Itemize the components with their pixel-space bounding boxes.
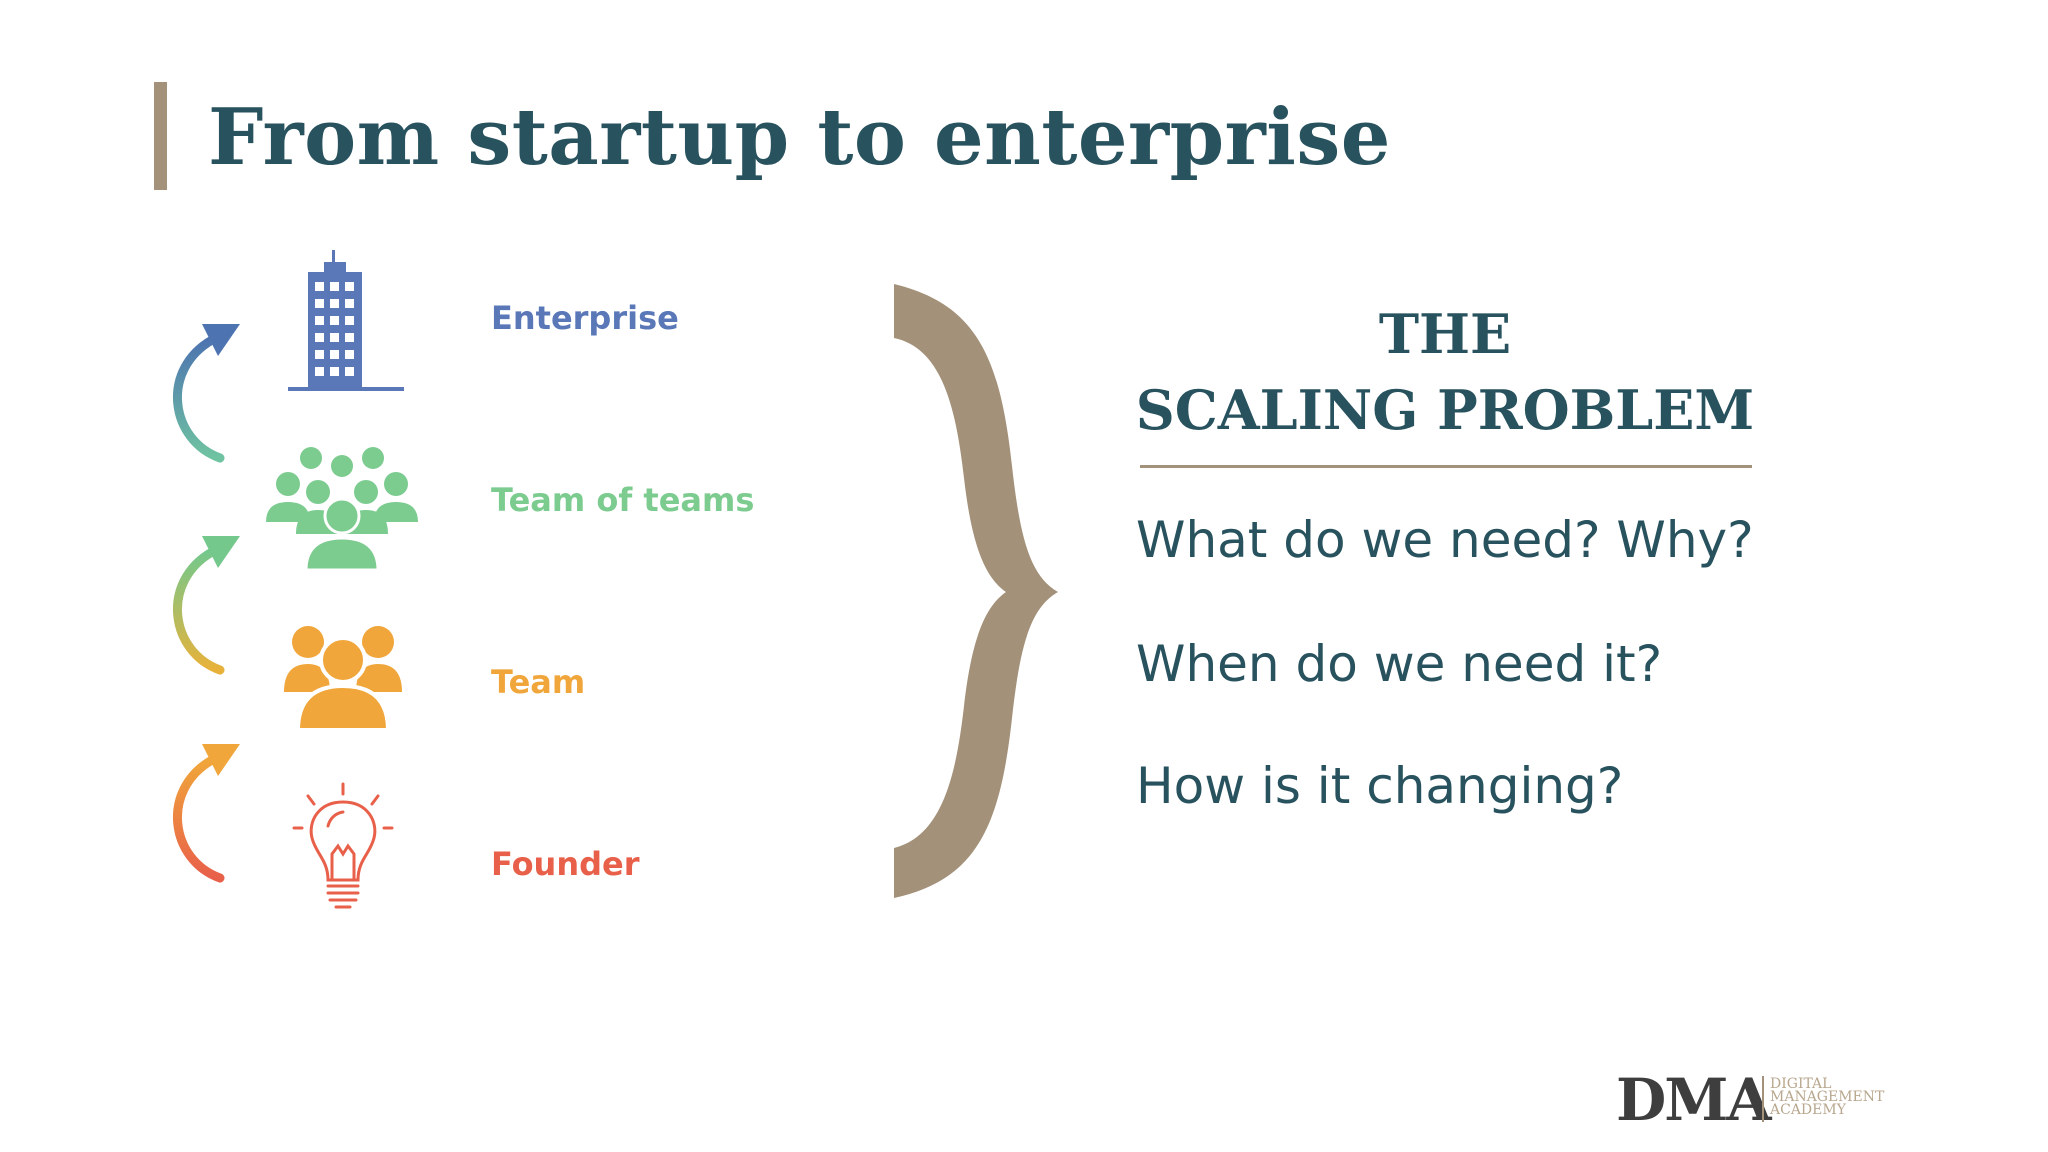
question-how: How is it changing? bbox=[1136, 757, 1624, 815]
title-accent-bar bbox=[154, 82, 167, 190]
arrow-up-icon bbox=[173, 324, 240, 463]
divider bbox=[1140, 465, 1752, 468]
stage-label-team: Team bbox=[491, 663, 586, 701]
logo-main-text: DMA bbox=[1616, 1066, 1771, 1134]
lightbulb-icon bbox=[292, 782, 394, 909]
stage-label-founder: Founder bbox=[491, 845, 640, 883]
logo-subtitle: DIGITAL MANAGEMENT ACADEMY bbox=[1770, 1076, 1885, 1118]
group-icon bbox=[266, 447, 418, 570]
slide-title: From startup to enterprise bbox=[208, 92, 1391, 183]
team-icon bbox=[284, 626, 402, 732]
problem-title: THE SCALING PROBLEM bbox=[1120, 296, 1770, 448]
logo-line-1: DIGITAL bbox=[1770, 1076, 1832, 1092]
curly-brace-icon bbox=[894, 284, 1058, 898]
logo-line-3: ACADEMY bbox=[1770, 1102, 1846, 1118]
arrow-up-icon bbox=[173, 744, 240, 883]
logo-line-2: MANAGEMENT bbox=[1770, 1089, 1885, 1105]
logo-separator bbox=[1762, 1076, 1764, 1122]
arrow-up-icon bbox=[173, 536, 240, 675]
question-what: What do we need? Why? bbox=[1136, 511, 1754, 569]
problem-title-line2: SCALING PROBLEM bbox=[1135, 378, 1755, 442]
question-when: When do we need it? bbox=[1136, 635, 1663, 693]
stage-label-enterprise: Enterprise bbox=[491, 299, 679, 337]
building-icon bbox=[288, 250, 404, 391]
stage-label-team-of-teams: Team of teams bbox=[491, 481, 755, 519]
problem-title-line1: THE bbox=[1378, 302, 1512, 366]
